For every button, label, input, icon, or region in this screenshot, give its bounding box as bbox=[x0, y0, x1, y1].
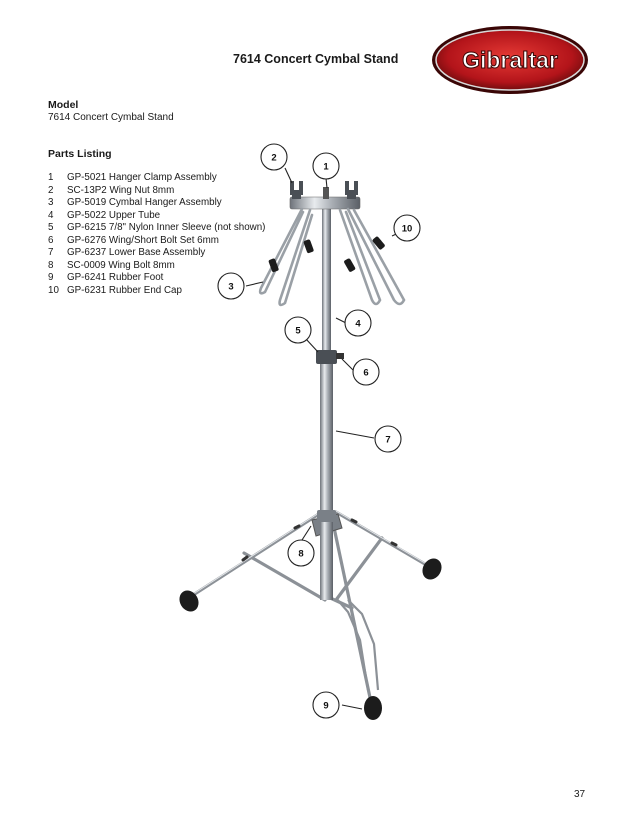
svg-text:9: 9 bbox=[323, 701, 328, 712]
part-item: 6 GP-6276 Wing/Short Bolt Set 6mm bbox=[48, 235, 265, 248]
svg-text:2: 2 bbox=[271, 153, 276, 164]
cymbal-hangers bbox=[258, 207, 406, 307]
part-number: 9 bbox=[48, 272, 54, 283]
callouts: 1 2 3 4 5 6 7 8 9 10 bbox=[217, 143, 421, 719]
wing-nuts bbox=[290, 181, 358, 199]
leg-rubber-bands bbox=[241, 518, 398, 562]
tube-clamp bbox=[316, 350, 337, 364]
svg-text:5: 5 bbox=[295, 326, 301, 337]
part-description: SC-0009 Wing Bolt 8mm bbox=[67, 259, 175, 271]
svg-text:6: 6 bbox=[363, 368, 368, 379]
part-number: 10 bbox=[48, 284, 59, 296]
page-title: 7614 Concert Cymbal Stand bbox=[233, 52, 399, 66]
callout-7: 7 bbox=[374, 425, 402, 453]
svg-text:1: 1 bbox=[323, 162, 329, 173]
part-description: GP-5019 Cymbal Hanger Assembly bbox=[67, 197, 222, 208]
callout-10: 10 bbox=[393, 214, 421, 242]
parts-list: 1 GP-5021 Hanger Clamp Assembly 2 SC-13P2 … bbox=[48, 172, 265, 297]
rear-leg-loop bbox=[335, 597, 380, 691]
part-number: 7 bbox=[48, 247, 54, 258]
part-description: SC-13P2 Wing Nut 8mm bbox=[67, 184, 175, 196]
svg-text:4: 4 bbox=[355, 319, 361, 330]
page-number: 37 bbox=[574, 789, 586, 800]
model-heading: Model bbox=[48, 99, 79, 111]
part-item: 7 GP-6237 Lower Base Assembly bbox=[48, 247, 265, 260]
callout-5: 5 bbox=[284, 316, 312, 344]
model-name: 7614 Concert Cymbal Stand bbox=[48, 112, 174, 123]
part-number: 3 bbox=[48, 197, 54, 208]
part-number: 8 bbox=[48, 259, 54, 271]
callout-2: 2 bbox=[260, 143, 288, 171]
parts-listing-heading: Parts Listing bbox=[48, 148, 112, 160]
part-description: GP-6215 7/8" Nylon Inner Sleeve (not sho… bbox=[67, 222, 266, 233]
base-clamp bbox=[317, 510, 336, 522]
center-bolt bbox=[323, 187, 329, 199]
part-description: GP-6237 Lower Base Assembly bbox=[67, 247, 206, 258]
base-legs bbox=[188, 510, 432, 709]
callout-9: 9 bbox=[312, 691, 340, 719]
part-item: 3 GP-5019 Cymbal Hanger Assembly bbox=[48, 197, 265, 210]
part-item: 9 GP-6241 Rubber Foot bbox=[48, 272, 265, 285]
part-description: GP-5021 Hanger Clamp Assembly bbox=[67, 172, 217, 183]
part-item: 5 GP-6215 7/8" Nylon Inner Sleeve (not sh… bbox=[48, 222, 265, 235]
svg-text:3: 3 bbox=[228, 282, 233, 293]
svg-text:8: 8 bbox=[298, 549, 303, 560]
part-item: 2 SC-13P2 Wing Nut 8mm bbox=[48, 185, 265, 198]
part-description: GP-6241 Rubber Foot bbox=[67, 272, 164, 283]
svg-text:10: 10 bbox=[402, 224, 413, 235]
part-number: 5 bbox=[48, 222, 54, 233]
foot-rear bbox=[364, 696, 382, 720]
upper-tube bbox=[322, 205, 331, 360]
svg-text:7: 7 bbox=[385, 435, 390, 446]
part-item: 1 GP-5021 Hanger Clamp Assembly bbox=[48, 172, 265, 185]
end-caps bbox=[268, 236, 385, 273]
callout-3: 3 bbox=[217, 272, 245, 300]
foot-left bbox=[179, 590, 199, 612]
part-item: 4 GP-5022 Upper Tube bbox=[48, 210, 265, 223]
part-description: GP-6276 Wing/Short Bolt Set 6mm bbox=[67, 234, 219, 246]
part-item: 8 SC-0009 Wing Bolt 8mm bbox=[48, 260, 265, 273]
foot-right bbox=[422, 558, 442, 580]
callout-4: 4 bbox=[344, 309, 372, 337]
svg-text:Gibraltar: Gibraltar bbox=[462, 47, 558, 73]
rubber-feet bbox=[179, 558, 442, 720]
callout-8: 8 bbox=[287, 539, 315, 567]
lower-tube bbox=[320, 358, 333, 600]
part-number: 1 bbox=[48, 172, 54, 183]
part-number: 2 bbox=[48, 184, 54, 196]
gibraltar-logo: Gibraltar bbox=[432, 26, 588, 94]
part-item: 10 GP-6231 Rubber End Cap bbox=[48, 285, 265, 298]
callout-1: 1 bbox=[312, 152, 340, 180]
part-description: GP-6231 Rubber End Cap bbox=[67, 284, 182, 296]
wing-bolt-6 bbox=[336, 353, 344, 359]
part-number: 4 bbox=[48, 209, 54, 221]
part-description: GP-5022 Upper Tube bbox=[67, 209, 161, 221]
part-number: 6 bbox=[48, 234, 54, 246]
callout-6: 6 bbox=[352, 358, 380, 386]
